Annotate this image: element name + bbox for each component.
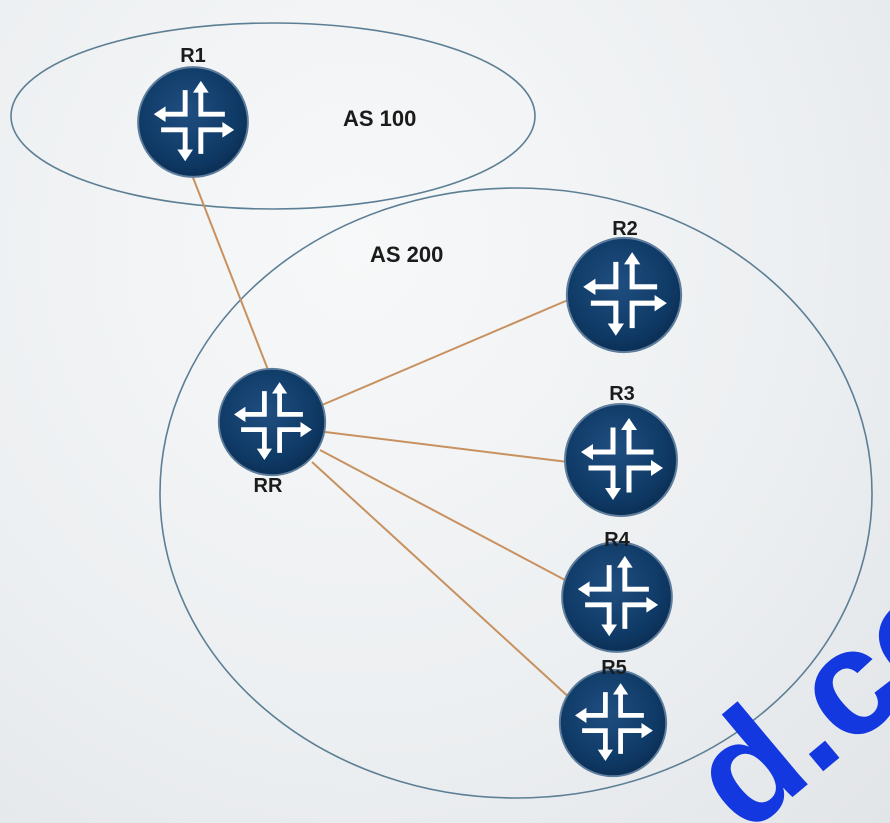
watermark-text: d.co xyxy=(658,534,890,823)
links-group xyxy=(191,174,573,701)
router-r1-label: R1 xyxy=(180,45,206,67)
as200-label: AS 200 xyxy=(370,242,443,267)
router-r2-icon[interactable] xyxy=(567,238,681,352)
router-r3-icon[interactable] xyxy=(565,404,677,516)
router-r1-icon[interactable] xyxy=(138,67,248,177)
router-r4-label: R4 xyxy=(604,529,630,551)
router-r5-icon[interactable] xyxy=(560,670,666,776)
link-rr-r3 xyxy=(324,431,569,463)
as100-boundary xyxy=(10,22,536,210)
as100-label: AS 100 xyxy=(343,106,416,131)
router-rr-icon[interactable] xyxy=(219,369,325,475)
router-r3-label: R3 xyxy=(609,383,635,405)
link-r1-rr xyxy=(191,174,271,376)
as200-boundary xyxy=(159,187,873,799)
link-rr-r5 xyxy=(311,461,573,701)
router-r5-label: R5 xyxy=(601,657,627,679)
link-rr-r2 xyxy=(321,299,569,406)
router-rr-label: RR xyxy=(254,475,283,497)
router-r4-icon[interactable] xyxy=(562,542,672,652)
link-rr-r4 xyxy=(319,449,566,581)
router-r2-label: R2 xyxy=(612,218,638,240)
